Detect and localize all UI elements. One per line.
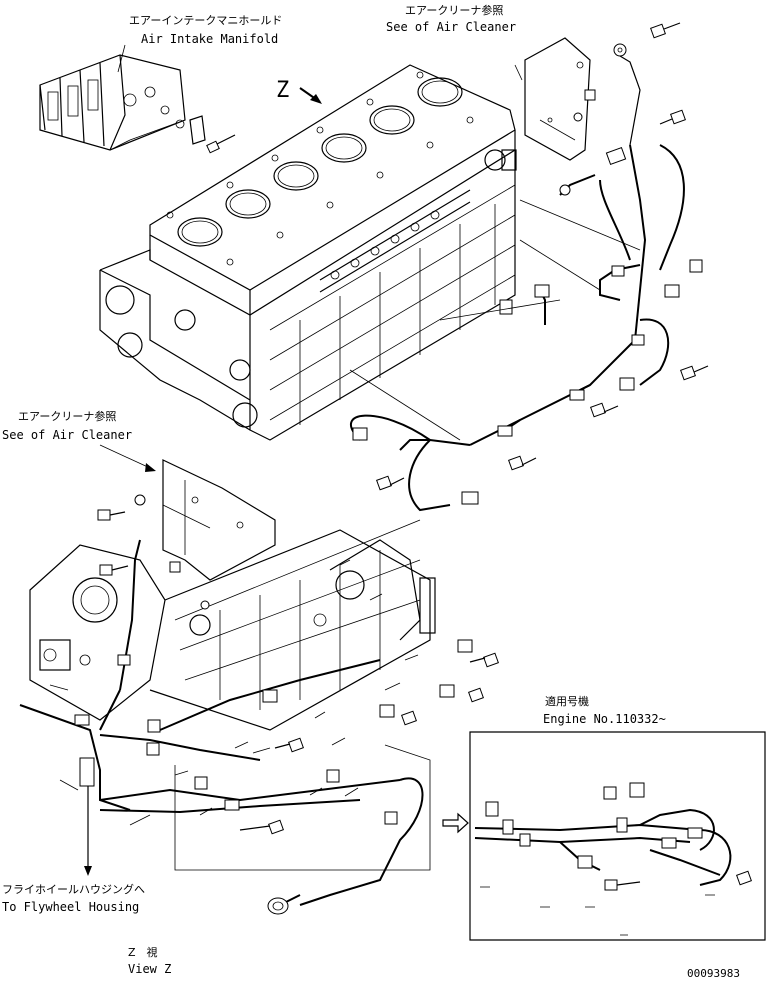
air-intake-manifold — [39, 54, 186, 151]
view-z-marker: Z — [276, 78, 290, 103]
air-cleaner-mid-en-label: See of Air Cleaner — [2, 428, 133, 442]
flywheel-lead-sleeve — [79, 757, 95, 787]
drawing-number: 00093983 — [687, 967, 740, 980]
air-intake-jp-label: エアーインテークマニホールド — [129, 14, 283, 27]
air-cleaner-top-jp-label: エアークリーナ参照 — [405, 4, 504, 17]
view-z-en-label: View Z — [128, 962, 172, 976]
engine-number-label: Engine No.110332~ — [543, 712, 666, 726]
bolt-top-right-1 — [650, 22, 681, 39]
detail-parts — [485, 782, 752, 891]
manifold-gasket — [175, 115, 206, 145]
cylinder-block — [99, 64, 517, 441]
engine-lower-view — [29, 519, 436, 731]
air-intake-leader — [117, 44, 126, 73]
wiring-harness-upper — [350, 144, 685, 512]
wire-ground-strap — [619, 55, 641, 146]
clip-top — [584, 89, 596, 101]
bolts-mid-bracket — [97, 494, 181, 576]
leader-block-4 — [519, 239, 601, 291]
applicable-jp-label: 適用号機 — [545, 695, 589, 708]
air-cleaner-bracket-mid — [162, 459, 276, 581]
view-z-jp-label: Z 視 — [128, 946, 158, 959]
air-intake-en-label: Air Intake Manifold — [141, 32, 279, 46]
air-cleaner-top-leader — [514, 64, 523, 81]
leader-block-3 — [349, 369, 461, 441]
detail-arrow — [442, 812, 469, 834]
air-cleaner-bracket-top — [524, 37, 591, 161]
detail-boundary — [174, 744, 431, 871]
air-cleaner-top-en-label: See of Air Cleaner — [386, 20, 517, 34]
grommet-top — [573, 112, 583, 122]
flywheel-en-label: To Flywheel Housing — [2, 900, 140, 914]
flywheel-sensor-connector — [267, 894, 301, 915]
wiring-harness-lower — [19, 539, 424, 906]
leader-block-1 — [519, 199, 641, 251]
bolt-top-right-2 — [659, 109, 686, 125]
air-cleaner-mid-jp-label: エアークリーナ参照 — [18, 410, 117, 423]
flywheel-jp-label: フライホイールハウジングへ — [2, 883, 145, 896]
harness-clips-upper — [497, 146, 645, 437]
connectors-upper — [352, 259, 703, 505]
lower-leader-lines — [49, 559, 419, 826]
leader-block-2 — [439, 299, 561, 321]
bolts-harness-upper — [376, 365, 709, 491]
washer-top-right — [613, 43, 627, 57]
detail-leader-dashes — [480, 886, 715, 936]
bolts-lower — [200, 600, 499, 835]
bolt-manifold — [206, 134, 236, 154]
harness-clips-lower — [74, 639, 473, 825]
detail-box — [469, 731, 766, 941]
air-cleaner-mid-leader — [99, 444, 151, 469]
